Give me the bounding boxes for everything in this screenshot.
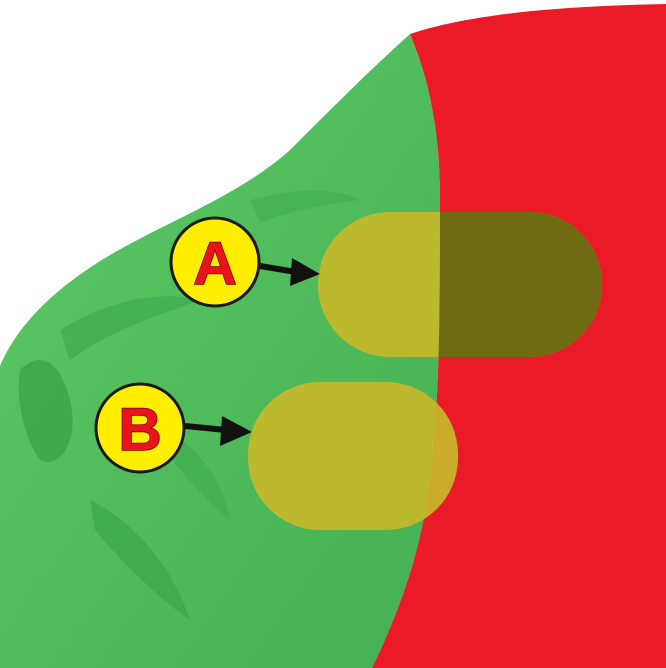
badge-b: B (96, 384, 184, 472)
marker-b-region (248, 382, 458, 530)
badge-a: A (171, 218, 259, 306)
badge-b-label: B (118, 396, 161, 463)
marker-a-region (318, 212, 602, 357)
badge-a-label: A (193, 230, 236, 297)
